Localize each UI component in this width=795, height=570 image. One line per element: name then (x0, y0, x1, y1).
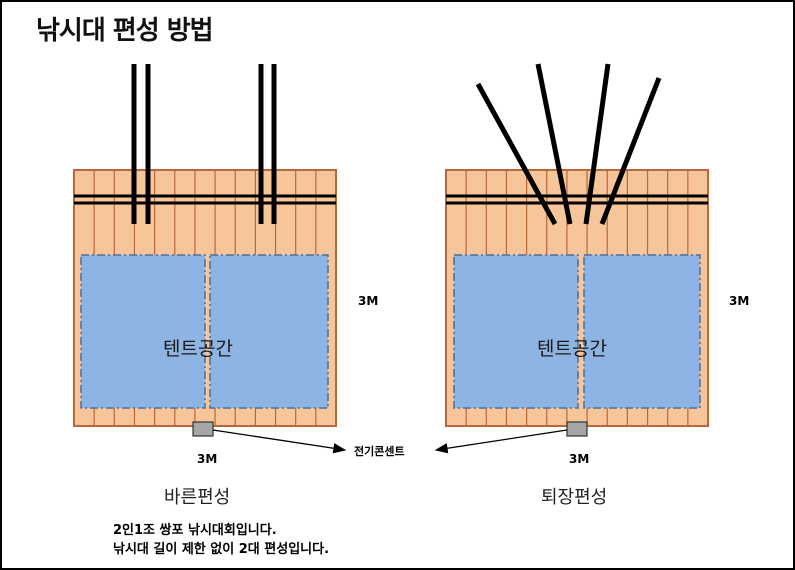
fishing-rod (475, 82, 558, 226)
note-line: 낚시대 길이 제한 없이 2대 편성입니다. (113, 542, 330, 557)
right-width-label: 3M (569, 452, 590, 466)
left-outlet-icon (192, 421, 214, 437)
notes-block: 2인1조 쌍포 낚시대회입니다. 낚시대 길이 제한 없이 2대 편성입니다. (113, 521, 329, 559)
right-rods (475, 63, 662, 226)
left-tent-label: 텐트공간 (163, 338, 233, 360)
right-caption: 퇴장편성 (541, 487, 608, 508)
tent-area (80, 254, 206, 409)
outlet-label: 전기콘센트 (354, 445, 405, 458)
left-tent-space (80, 254, 329, 409)
right-outlet-icon (566, 421, 588, 437)
fishing-rod (583, 63, 611, 225)
tent-area (583, 254, 701, 409)
fishing-rod (535, 63, 573, 225)
page-title: 낚시대 편성 방법 (36, 16, 214, 46)
left-rods (131, 64, 277, 224)
note-line: 2인1조 쌍포 낚시대회입니다. (113, 523, 277, 538)
left-caption: 바른편성 (164, 487, 231, 508)
fishing-rod (599, 77, 662, 225)
outlet-arrow-right (434, 429, 568, 454)
outlet-arrow-left (212, 429, 347, 454)
left-depth-label: 3M (358, 294, 379, 308)
left-width-label: 3M (197, 452, 218, 466)
right-tent-space (453, 254, 701, 409)
tent-area (209, 254, 329, 409)
right-depth-label: 3M (729, 294, 750, 308)
tent-area (453, 254, 579, 409)
right-tent-label: 텐트공간 (537, 338, 607, 360)
